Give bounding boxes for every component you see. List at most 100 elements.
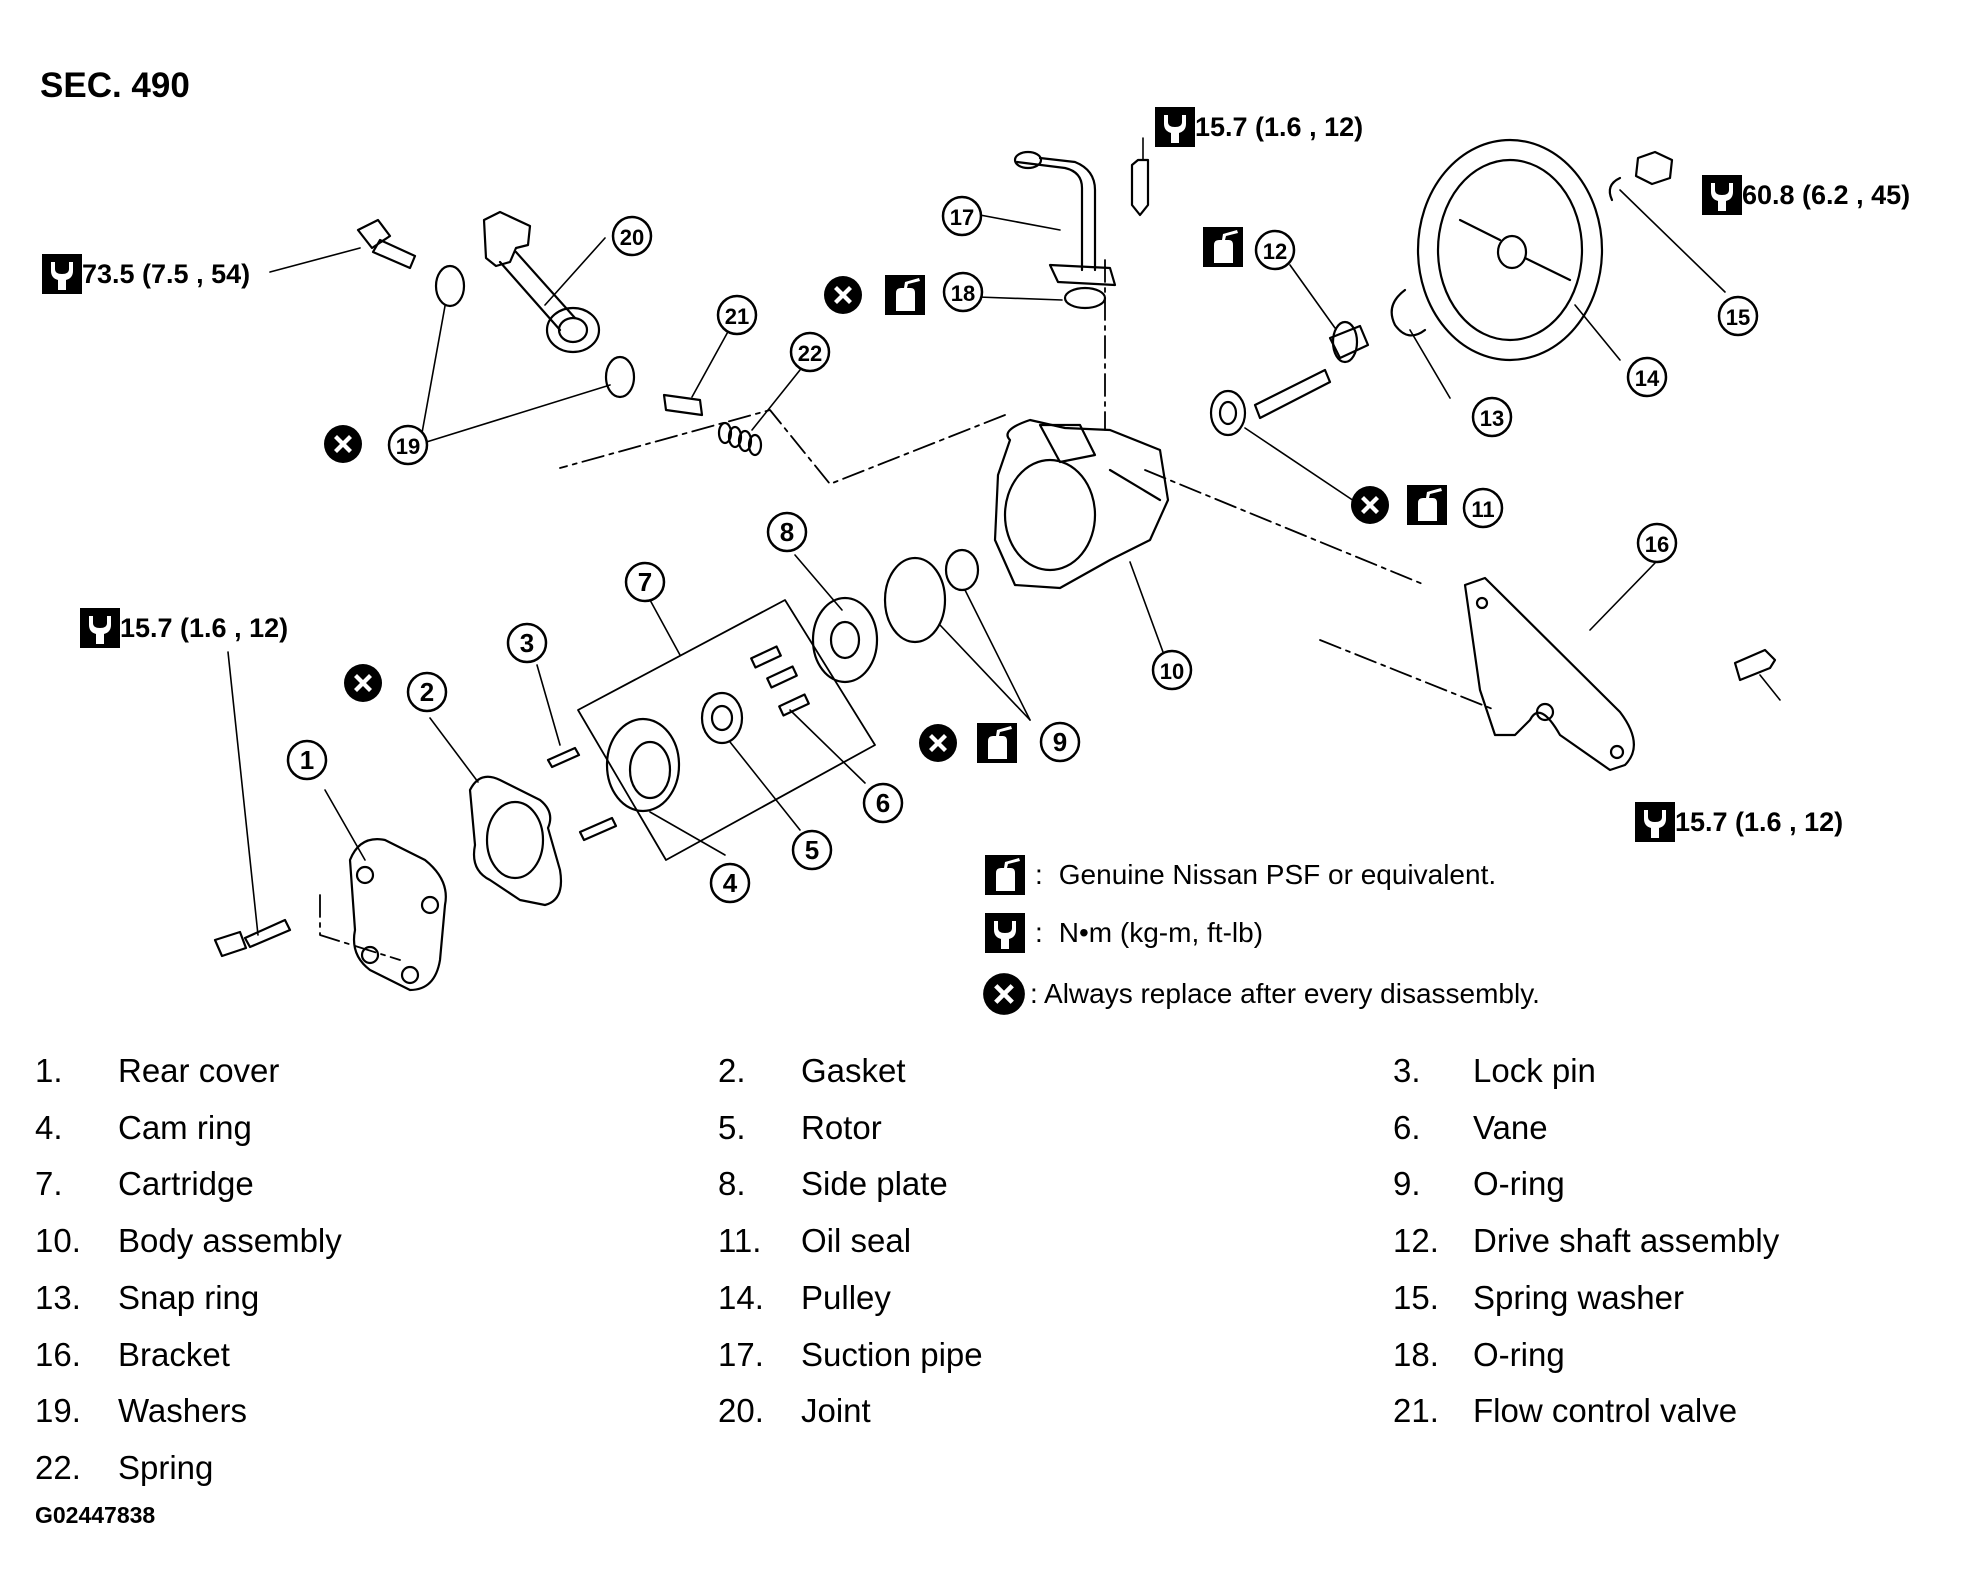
- torque-label-suction: 15.7 (1.6 , 12): [1155, 107, 1363, 147]
- callout-circle: [1626, 356, 1668, 398]
- callout-10: 10: [1151, 649, 1193, 691]
- replace-icon: [1351, 486, 1389, 524]
- callout-number: 18: [951, 281, 975, 306]
- callout-circle: [1471, 396, 1513, 438]
- callout-22: 22: [789, 331, 831, 373]
- callout-number: 19: [396, 434, 420, 459]
- callout-circle: [624, 561, 666, 603]
- callout-number: 13: [1480, 406, 1504, 431]
- cam-ring-part: [605, 717, 681, 813]
- snap-ring-part: [1390, 288, 1427, 337]
- spring-part: [717, 421, 763, 457]
- callout-16: 16: [1636, 522, 1678, 564]
- callout-circle: [611, 215, 653, 257]
- bracket-part: [1463, 576, 1635, 772]
- part-name: Lock pin: [1473, 1052, 1596, 1089]
- leader-line: [977, 296, 1063, 301]
- part-name: Snap ring: [118, 1278, 260, 1316]
- part-number: 12.: [1393, 1222, 1439, 1260]
- wrench-icon: [80, 608, 120, 648]
- leader-line: [691, 327, 731, 398]
- axis-line-valve: [559, 409, 1006, 485]
- part-name: Side plate: [801, 1165, 948, 1203]
- leader-line: [789, 709, 866, 784]
- leader-line: [429, 717, 479, 783]
- callout-5: 5: [791, 829, 833, 871]
- wrench-icon: [1635, 802, 1675, 842]
- leader-line: [1759, 674, 1781, 701]
- legend-torque: : N•m (kg-m, ft-lb): [985, 913, 1263, 953]
- callout-number: 12: [1263, 239, 1287, 264]
- leader-line: [1289, 264, 1336, 329]
- callout-circle: [387, 424, 429, 466]
- wrench-icon: [42, 254, 82, 294]
- callout-20: 20: [611, 215, 653, 257]
- part-name: Spring washer: [1473, 1278, 1684, 1316]
- leader-line: [1574, 304, 1621, 361]
- part-name: Gasket: [801, 1052, 906, 1089]
- leader-line: [649, 811, 726, 856]
- replace-icon: [982, 972, 1026, 1016]
- part-number: 5.: [718, 1108, 746, 1146]
- part-number: 16.: [35, 1335, 81, 1373]
- nut-part: [1634, 150, 1674, 186]
- side-plate-part: [811, 596, 879, 684]
- callout-number: 7: [638, 567, 652, 597]
- callout-number: 11: [1471, 497, 1494, 522]
- spring-washer-part: [1608, 176, 1622, 202]
- oil-icon: [885, 275, 925, 315]
- figure-code: G02447838: [35, 1502, 156, 1528]
- part-name: Cam ring: [118, 1108, 252, 1146]
- callout-14: 14: [1626, 356, 1668, 398]
- callout-11: 11: [1462, 487, 1504, 529]
- callout-number: 6: [876, 788, 890, 818]
- oil-icon: [1203, 227, 1243, 267]
- leader-line: [964, 589, 1031, 721]
- rear-cover-bolt-part: [213, 918, 292, 958]
- section-title: SEC. 490: [40, 66, 190, 105]
- leader-line: [979, 214, 1061, 231]
- callout-number: 10: [1160, 659, 1184, 684]
- callout-circle: [1462, 487, 1504, 529]
- part-name: Cartridge: [118, 1165, 254, 1203]
- leader-line: [536, 664, 561, 746]
- oil-icon: [977, 723, 1017, 763]
- callout-circle: [1717, 295, 1759, 337]
- callout-8: 8: [766, 511, 808, 553]
- legend-replace: : Always replace after every disassembly…: [982, 972, 1540, 1016]
- leader-line: [419, 305, 446, 445]
- axis-line-pulley: [1144, 469, 1426, 586]
- callout-2: 2: [406, 671, 448, 713]
- part-number: 13.: [35, 1278, 81, 1316]
- callout-number: 9: [1053, 727, 1067, 757]
- part-name: Pulley: [801, 1278, 891, 1316]
- part-number: 15.: [1393, 1278, 1439, 1316]
- part-name: Joint: [801, 1392, 871, 1430]
- part-number: 22.: [35, 1448, 81, 1486]
- torque-label-joint: 73.5 (7.5 , 54): [42, 254, 250, 294]
- gasket-part: [468, 775, 563, 907]
- rear-cover-part: [348, 838, 447, 992]
- joint-bolt-part: [356, 218, 417, 270]
- part-number: 4.: [35, 1108, 63, 1146]
- replace-icon: [919, 724, 957, 762]
- suction-bolt-part: [1130, 158, 1150, 217]
- callout-number: 2: [420, 677, 434, 707]
- leader-line: [227, 651, 259, 936]
- callout-13: 13: [1471, 396, 1513, 438]
- drive-shaft-part: [1253, 320, 1370, 420]
- replace-icon: [344, 664, 382, 702]
- callout-circle: [766, 511, 808, 553]
- suction-pipe-part: [1013, 150, 1117, 310]
- callout-circle: [406, 671, 448, 713]
- o-ring-part: [944, 548, 980, 592]
- callout-number: 22: [798, 341, 822, 366]
- wrench-icon: [1702, 175, 1742, 215]
- part-number: 3.: [1393, 1052, 1421, 1089]
- callout-circle: [791, 829, 833, 871]
- part-number: 9.: [1393, 1165, 1421, 1203]
- callout-6: 6: [862, 782, 904, 824]
- wrench-icon: [985, 913, 1025, 953]
